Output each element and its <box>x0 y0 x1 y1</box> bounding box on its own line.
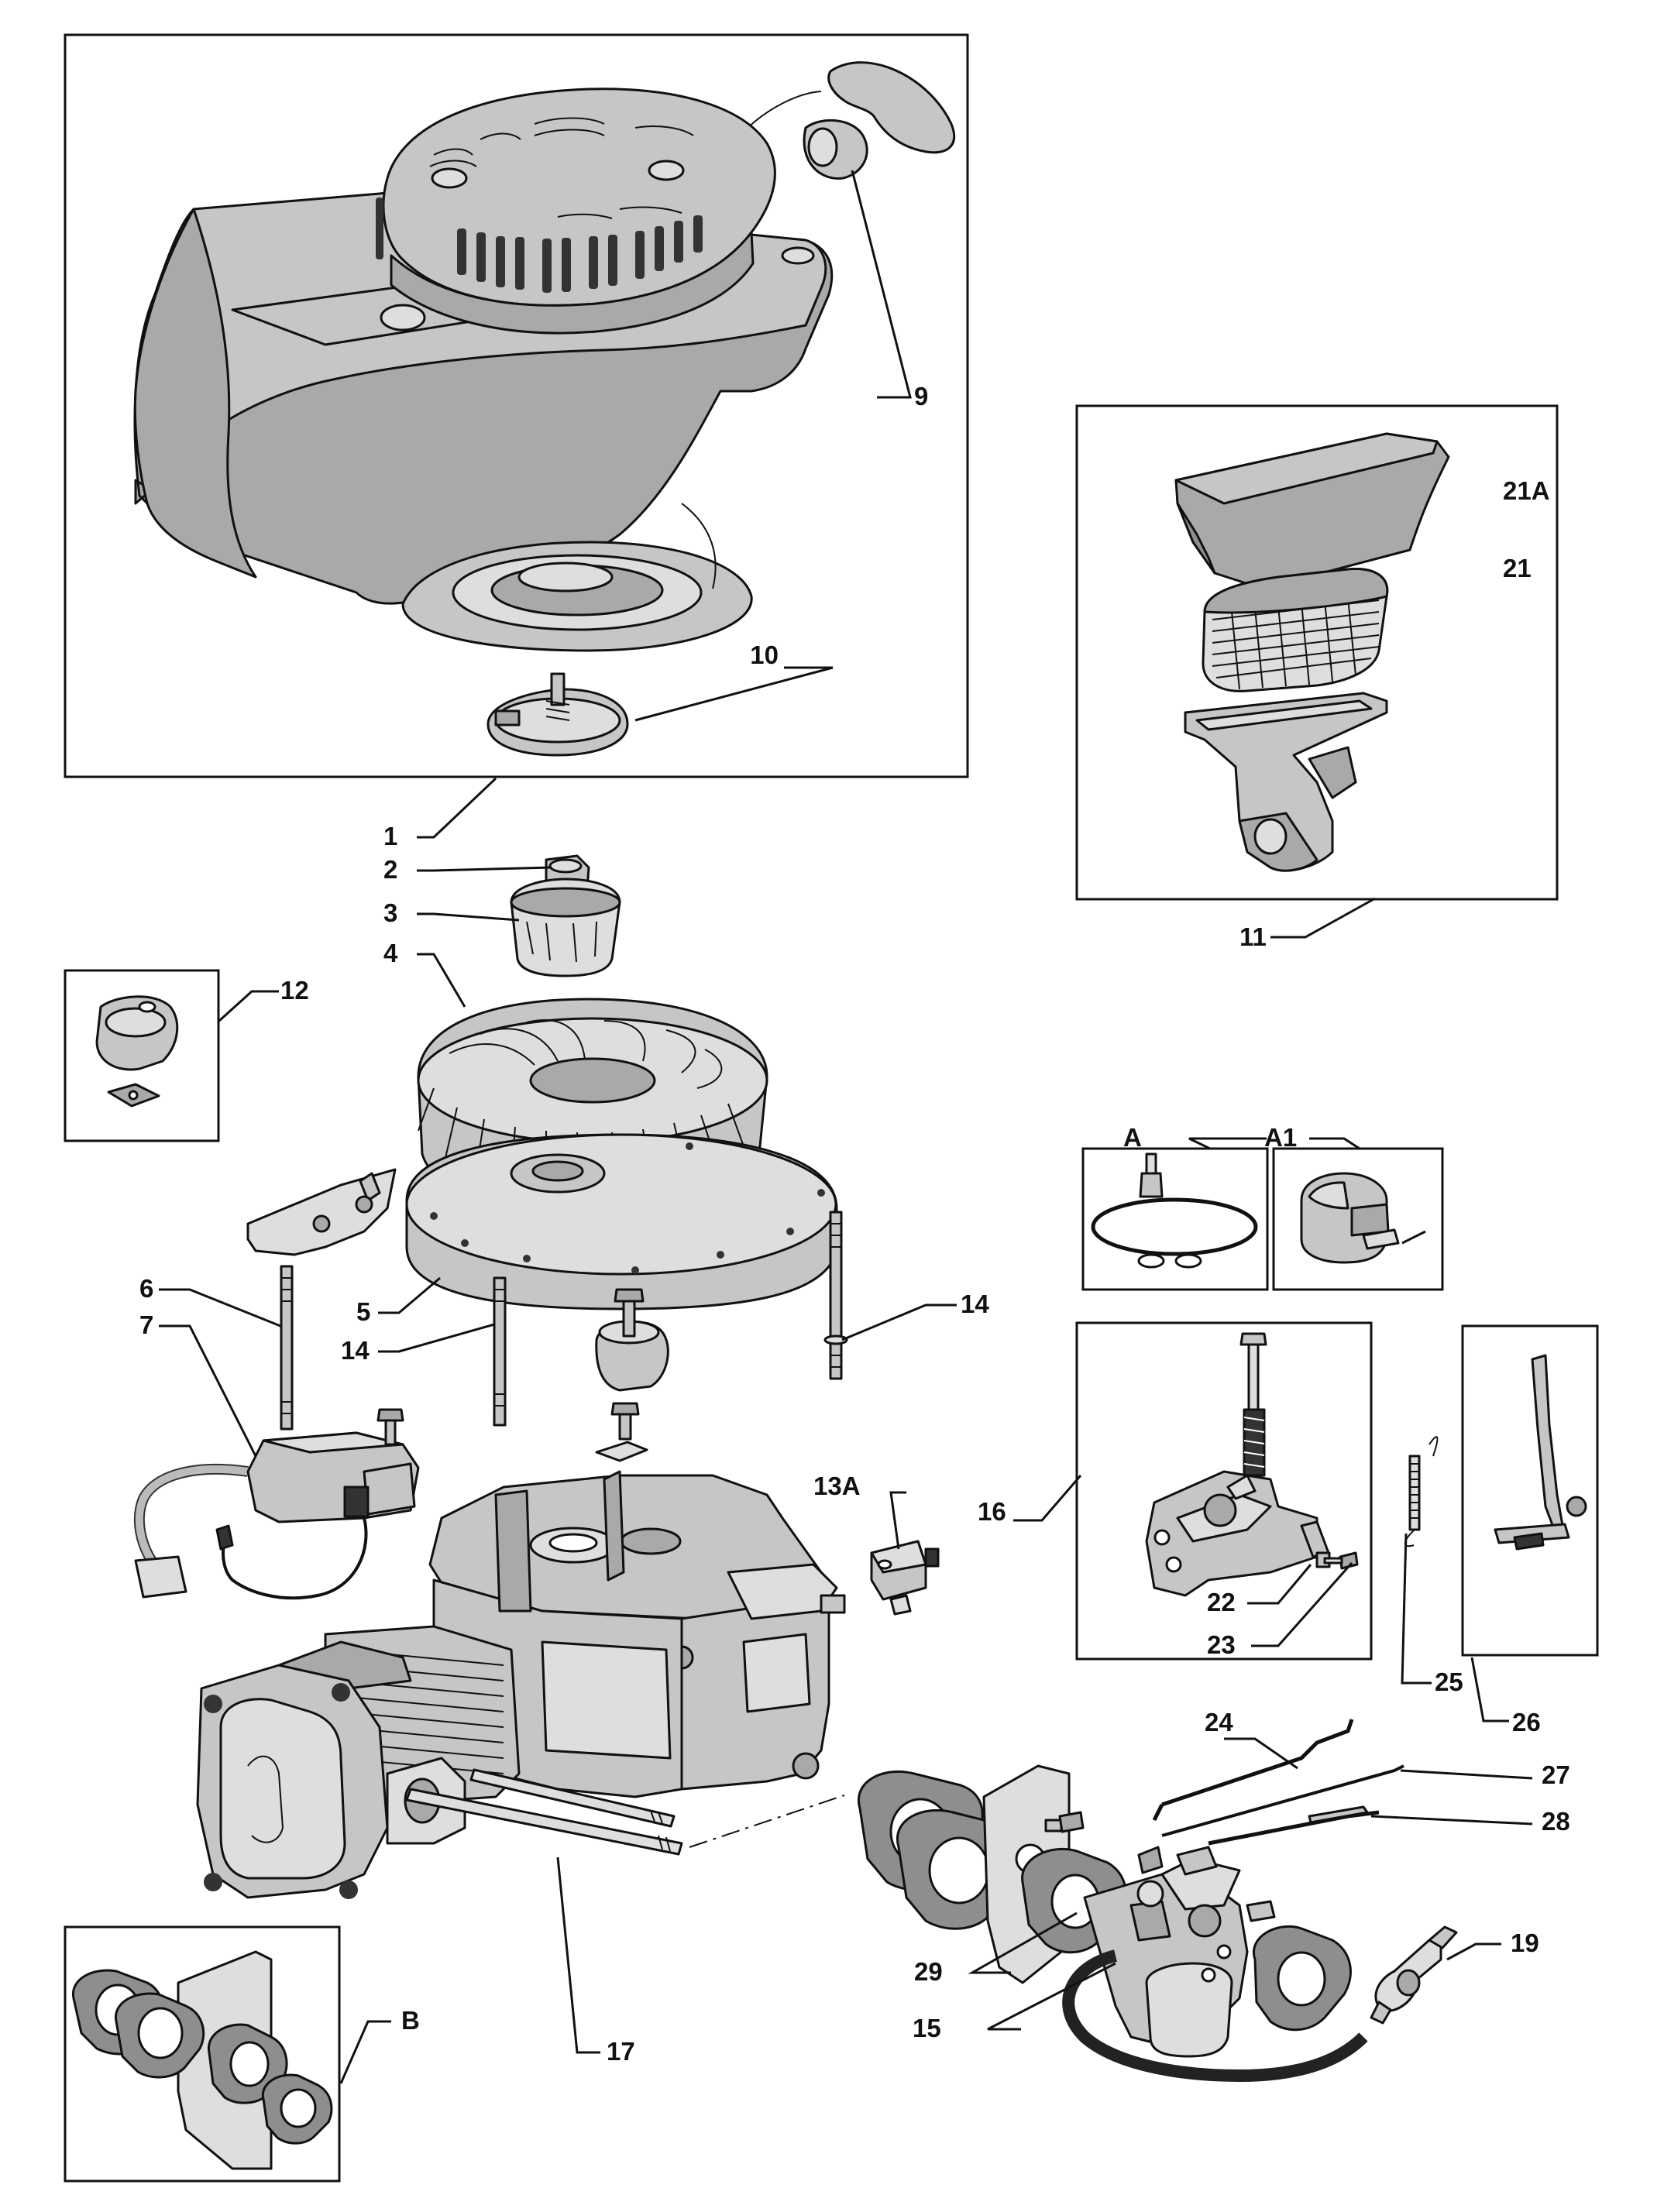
governor-lever-frame <box>1461 1324 1599 1657</box>
ignition-shield-part <box>246 1168 397 1256</box>
governor-screw-part <box>1315 1551 1359 1570</box>
air-filter-assembly-frame <box>1075 404 1559 901</box>
label-11: 11 <box>1239 922 1267 951</box>
fuel-hose-part <box>1062 1949 1368 2083</box>
governor-lever-part <box>1494 1354 1587 1551</box>
label-14b: 14 <box>961 1290 989 1318</box>
label-1: 1 <box>383 822 397 850</box>
label-3: 3 <box>383 898 397 927</box>
label-24: 24 <box>1205 1708 1233 1736</box>
throttle-rod-part <box>1152 1719 1354 1822</box>
label-6: 6 <box>139 1274 153 1303</box>
carburetor-part <box>1083 1846 1276 2058</box>
gasket-kit-b-frame <box>64 1925 341 2183</box>
air-filter-element-part <box>1202 568 1389 692</box>
starter-cup-part <box>510 878 621 977</box>
label-14a: 14 <box>341 1336 370 1365</box>
part-12-frame <box>64 969 220 1142</box>
label-22: 22 <box>1207 1588 1236 1616</box>
starter-assembly-frame <box>64 33 969 778</box>
label-19: 19 <box>1511 1929 1539 1957</box>
ignition-bracket-small-part <box>95 995 179 1108</box>
starter-pawl-part <box>486 672 629 757</box>
seal-kit-a-part <box>1091 1152 1258 1269</box>
label-27: 27 <box>1542 1760 1570 1789</box>
label-a: A <box>1123 1123 1142 1152</box>
choke-link-part <box>1208 1805 1380 1846</box>
label-a1: A1 <box>1264 1123 1297 1152</box>
long-stud-part <box>823 1211 848 1380</box>
engine-crankcase-part <box>196 1470 846 1899</box>
label-12: 12 <box>280 976 309 1005</box>
label-2: 2 <box>383 855 397 884</box>
label-29: 29 <box>914 1957 943 1986</box>
stop-switch-part <box>870 1540 940 1616</box>
carburetor-gasket-part <box>1252 1925 1352 2032</box>
label-13a: 13A <box>813 1472 861 1500</box>
leader-lines <box>159 170 1533 2084</box>
label-28: 28 <box>1542 1807 1570 1836</box>
governor-link-part <box>1161 1764 1404 1837</box>
label-23: 23 <box>1207 1630 1236 1659</box>
label-21: 21 <box>1503 554 1532 582</box>
label-5: 5 <box>356 1297 370 1326</box>
governor-bracket-frame <box>1075 1321 1373 1661</box>
part-labels: 1 2 3 4 5 6 7 9 10 11 12 13A 14 14 15 16… <box>139 382 1570 2066</box>
flywheel-stud-part <box>493 1276 507 1427</box>
ignition-mount-bracket-part <box>595 1288 669 1462</box>
label-17: 17 <box>607 2037 635 2066</box>
kit-a-frame <box>1081 1147 1269 1291</box>
label-25: 25 <box>1435 1668 1463 1696</box>
fuel-valve-part <box>1370 1925 1458 2025</box>
label-b: B <box>401 2006 420 2035</box>
starter-housing-part <box>133 88 834 652</box>
governor-spring-part <box>1404 1436 1439 1547</box>
air-filter-base-part <box>1184 692 1388 872</box>
label-4: 4 <box>383 939 398 967</box>
ignition-coil-part <box>133 1408 420 1600</box>
label-9: 9 <box>914 382 928 410</box>
air-filter-cover-part <box>1174 432 1450 590</box>
label-15: 15 <box>913 2014 941 2042</box>
label-10: 10 <box>750 641 779 669</box>
flywheel-part <box>405 1133 838 1310</box>
clamp-kit-a1-part <box>1300 1172 1426 1264</box>
label-16: 16 <box>978 1497 1006 1526</box>
label-7: 7 <box>139 1310 153 1339</box>
gasket-kit-b-part <box>72 1950 333 2170</box>
governor-bracket-part <box>1145 1332 1330 1597</box>
alignment-dashed-line <box>689 1795 845 1848</box>
label-26: 26 <box>1512 1708 1541 1736</box>
intake-gaskets-part <box>858 1764 1127 1984</box>
label-21a: 21A <box>1503 476 1550 505</box>
ignition-stud-part <box>280 1265 294 1431</box>
